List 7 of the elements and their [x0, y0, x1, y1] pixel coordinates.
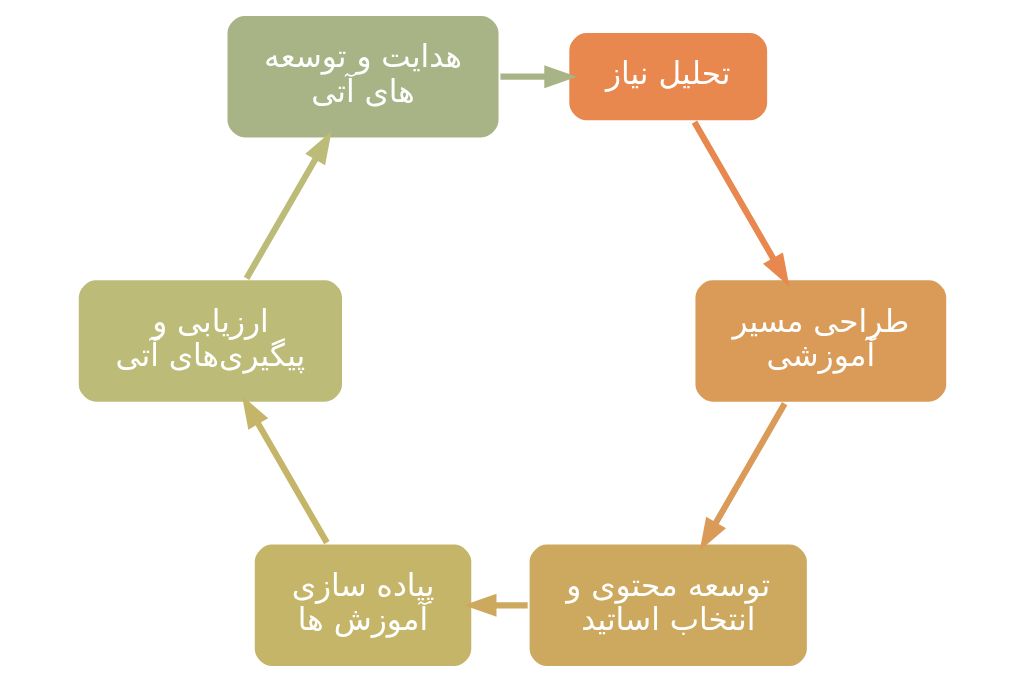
arrow: [463, 593, 528, 617]
arrow: [699, 402, 787, 551]
arrow: [691, 120, 789, 287]
arrow: [243, 131, 332, 280]
arrow: [499, 65, 577, 89]
arrow: [241, 395, 330, 545]
node-box: ارزیابی و پیگیری‌های آتی: [75, 277, 345, 405]
